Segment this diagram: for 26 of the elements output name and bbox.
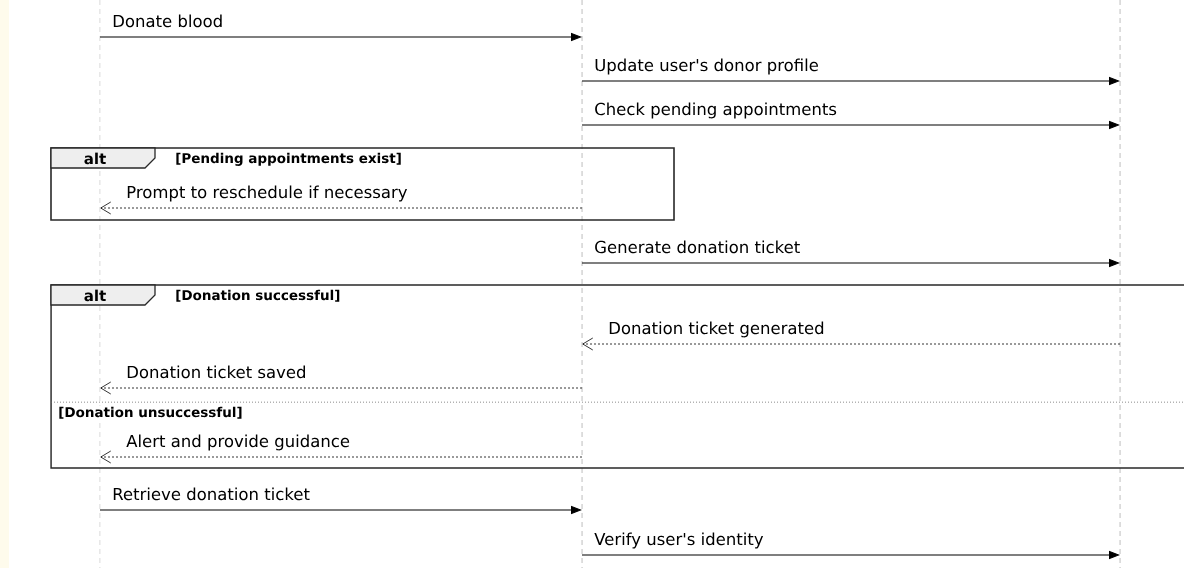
arrow [100,381,583,395]
edge-label: Retrieve donation ticket [113,487,310,501]
arrow [100,450,583,464]
guard-condition: [Pending appointments exist] [176,152,401,166]
arrow [99,33,582,41]
edge-label: Donation ticket generated [609,321,824,338]
edge-label: Verify user's identity [594,532,764,549]
arrow [582,337,1121,351]
fragment-tab: alt [50,147,156,169]
arrow [99,506,582,514]
edge-label: Prompt to reschedule if necessary [127,185,408,202]
arrow [581,551,1120,559]
edge-label: Check pending appointments [595,102,837,119]
guard-condition: [Donation successful] [176,289,340,302]
edge-label: Donate blood [113,14,222,28]
arrow [100,201,583,215]
lifeline [581,0,583,568]
arrow [581,77,1120,85]
edge-label: Generate donation ticket [595,240,800,254]
edge-label: Update user's donor profile [595,58,818,75]
fragment-tab: alt [50,284,156,306]
arrow [581,121,1120,129]
arrow [581,259,1120,267]
edge-label: Alert and provide guidance [126,434,350,451]
lifeline [1119,0,1121,568]
edge-label: Donation ticket saved [127,365,305,379]
